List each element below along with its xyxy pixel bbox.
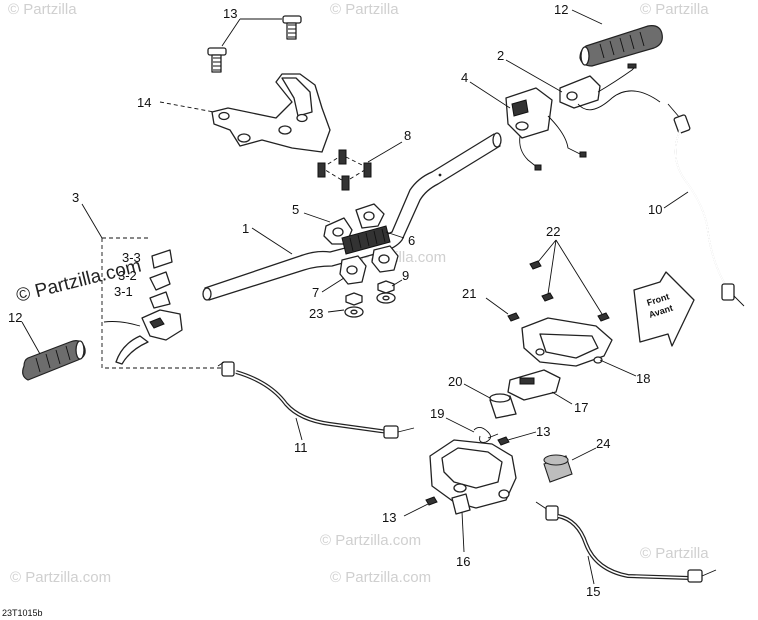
part-19-spring: [473, 427, 499, 443]
leader-20: [463, 383, 491, 399]
leader-16: [461, 511, 465, 553]
callout-23: 23: [309, 306, 323, 321]
callout-2: 2: [497, 48, 504, 63]
callout-16: 16: [456, 554, 470, 569]
watermark-lower-center: © Partzilla.com: [320, 532, 421, 549]
part-2-throttle-housing: [559, 63, 661, 111]
watermark-bottom-center: © Partzilla.com: [330, 569, 431, 586]
part-16-lower-housing: [429, 439, 517, 515]
watermark-bottom-left: © Partzilla.com: [10, 569, 111, 586]
part-7-lower-clamp: [339, 245, 399, 285]
callout-18: 18: [636, 371, 650, 386]
leader-15: [587, 555, 595, 585]
callout-13-mid: 13: [536, 424, 550, 439]
leader-4: [469, 81, 511, 109]
leader-8: [367, 141, 403, 163]
part-13-screws-top: [207, 15, 302, 73]
part-3-assembly-box: [101, 238, 232, 369]
leader-5: [303, 212, 331, 223]
part-13-screw-low: [425, 496, 438, 506]
part-12-grip-left: [22, 340, 86, 381]
watermark-top-right: © Partzilla: [640, 1, 709, 18]
leader-22: [537, 239, 603, 315]
leader-7: [321, 277, 345, 293]
leader-9: [391, 279, 403, 287]
callout-22: 22: [546, 224, 560, 239]
callout-3: 3: [72, 190, 79, 205]
leader-13-top: [221, 18, 282, 47]
part-9-nuts: [345, 280, 395, 306]
callout-8: 8: [404, 128, 411, 143]
leader-23: [327, 309, 345, 313]
part-6-bushing: [341, 225, 391, 255]
part-8-bolts: [317, 149, 372, 191]
part-22-screws: [529, 260, 610, 322]
part-18-upper-cover: [521, 317, 613, 367]
callout-21: 21: [462, 286, 476, 301]
callout-20: 20: [448, 374, 462, 389]
callout-7: 7: [312, 285, 319, 300]
leader-13-mid: [507, 431, 537, 441]
callout-3-1: 3-1: [114, 284, 133, 299]
callout-19: 19: [430, 406, 444, 421]
leader-18: [599, 359, 637, 377]
part-12-grip-right: [579, 25, 663, 67]
callout-3-2: 3-2: [118, 268, 137, 283]
leader-6: [385, 231, 405, 239]
leader-12-top: [571, 9, 603, 25]
part-17-plate: [507, 369, 561, 401]
leader-19: [445, 417, 475, 433]
watermark-top-center: © Partzilla: [330, 1, 399, 18]
leader-17: [551, 391, 573, 405]
callout-17: 17: [574, 400, 588, 415]
callout-24: 24: [596, 436, 610, 451]
part-13-screw-mid: [497, 436, 510, 446]
callout-1: 1: [242, 221, 249, 236]
callout-10: 10: [648, 202, 662, 217]
leader-1: [251, 227, 293, 255]
part-3-sub-pieces: [149, 249, 173, 309]
callout-15: 15: [586, 584, 600, 599]
callout-13-top: 13: [223, 6, 237, 21]
part-24-grommet: [543, 454, 573, 483]
callout-12-left: 12: [8, 310, 22, 325]
watermark-bottom-right: © Partzilla: [640, 545, 709, 562]
part-3-brake-lever: [103, 309, 183, 365]
leader-14: [159, 101, 215, 113]
callout-5: 5: [292, 202, 299, 217]
front-direction-arrow: Front Avant: [633, 271, 695, 347]
watermark-top-left: © Partzilla: [8, 1, 77, 18]
part-10-cable: [667, 103, 745, 307]
callout-11: 11: [294, 440, 308, 455]
part-23-washers: [344, 292, 396, 318]
leader-21: [485, 297, 509, 315]
leader-24: [571, 447, 597, 461]
callout-3-3: 3-3: [122, 250, 141, 265]
leader-3: [81, 203, 103, 239]
callout-9: 9: [402, 268, 409, 283]
leader-2: [505, 59, 563, 93]
part-15-cable: [535, 501, 717, 583]
leader-11: [295, 417, 303, 441]
callout-12-top: 12: [554, 2, 568, 17]
part-20-bushing: [489, 393, 517, 419]
drawing-code: 23T1015b: [2, 608, 43, 618]
leader-10: [663, 191, 689, 209]
part-4-switch: [505, 87, 587, 171]
callout-14: 14: [137, 95, 151, 110]
callout-6: 6: [408, 233, 415, 248]
callout-13-low: 13: [382, 510, 396, 525]
part-14-bracket: [211, 73, 331, 153]
part-21-screw: [507, 312, 520, 322]
leader-13-low: [403, 503, 429, 517]
part-11-cable: [217, 361, 415, 439]
callout-4: 4: [461, 70, 468, 85]
leader-12-left: [21, 321, 41, 355]
